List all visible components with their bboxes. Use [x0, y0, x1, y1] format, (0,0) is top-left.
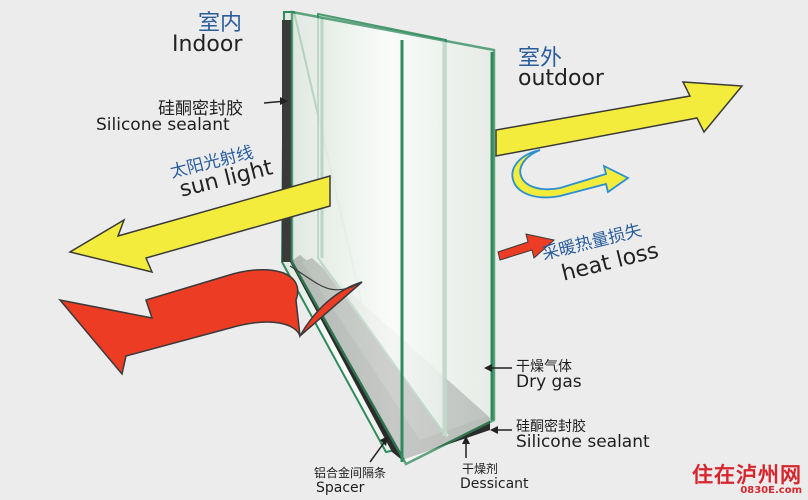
spacer-label-en: Spacer: [316, 480, 365, 496]
drygas-label-en: Dry gas: [516, 372, 582, 392]
sun-arrow-outdoor: [495, 81, 744, 157]
heat-arrow-indoor: [58, 269, 363, 376]
sealant-bottom-en: Silicone sealant: [516, 432, 650, 452]
watermark: 住在泸州网 0830E.com: [692, 459, 802, 496]
heat-loss-arrow: [497, 233, 556, 261]
desiccant-label-en: Dessicant: [460, 476, 529, 492]
watermark-brand: 住在泸州网: [692, 463, 802, 487]
heat-arrow-swoosh: [289, 265, 363, 291]
indoor-label-en: Indoor: [172, 32, 243, 57]
drygas-label-cn: 干燥气体: [516, 359, 572, 375]
sealant-top-en: Silicone sealant: [96, 115, 230, 135]
outdoor-label-en: outdoor: [518, 66, 604, 91]
sealant-bottom-cn: 硅酮密封胶: [516, 419, 586, 435]
glass-pane-3: [290, 10, 496, 466]
reflect-arrow: [511, 149, 630, 199]
watermark-site: 0830E.com: [740, 485, 802, 496]
indoor-label-cn: 室内: [198, 11, 243, 36]
desiccant-label-cn: 干燥剂: [462, 462, 499, 476]
sealant-strip-top: [282, 20, 292, 262]
spacer-label-cn: 铝合金间隔条: [314, 466, 387, 480]
sun-arrow-indoor: [68, 175, 331, 274]
sealant-top-cn: 硅酮密封胶: [158, 99, 243, 119]
leader-spacer: [369, 439, 387, 463]
outdoor-label-cn: 室外: [518, 46, 563, 71]
